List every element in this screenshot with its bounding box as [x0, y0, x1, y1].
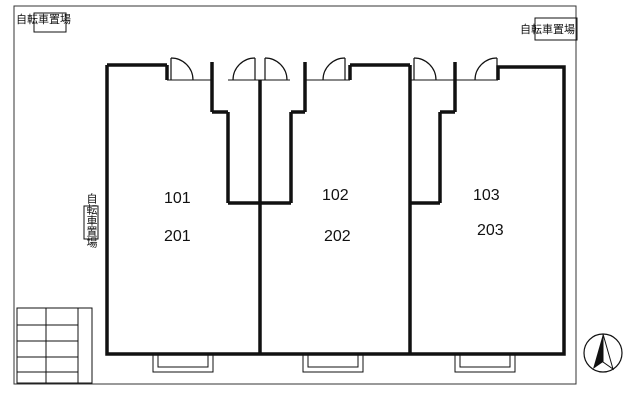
bike-parking-box-left: [83, 205, 99, 240]
north-arrow-icon: [583, 333, 623, 373]
stairs-icon: [16, 307, 93, 384]
unit-103-label: 103: [473, 187, 500, 204]
door-swing-icon: [170, 57, 498, 81]
unit-203-label: 203: [477, 222, 504, 239]
bike-parking-label-left: 自転車置場: [85, 193, 98, 249]
site-boundary: [13, 5, 577, 385]
unit-102-label: 102: [322, 187, 349, 204]
unit-101-label: 101: [164, 190, 191, 207]
bike-parking-box-top-right: [534, 17, 578, 41]
window-icon: [152, 353, 516, 373]
unit-201-label: 201: [164, 228, 191, 245]
bike-parking-box-top-left: [33, 12, 67, 33]
bike-parking-label-top-right: 自転車置場: [520, 22, 575, 36]
unit-202-label: 202: [324, 228, 351, 245]
building-walls: [105, 62, 566, 356]
bike-parking-label-top-left: 自転車置場: [16, 12, 71, 26]
